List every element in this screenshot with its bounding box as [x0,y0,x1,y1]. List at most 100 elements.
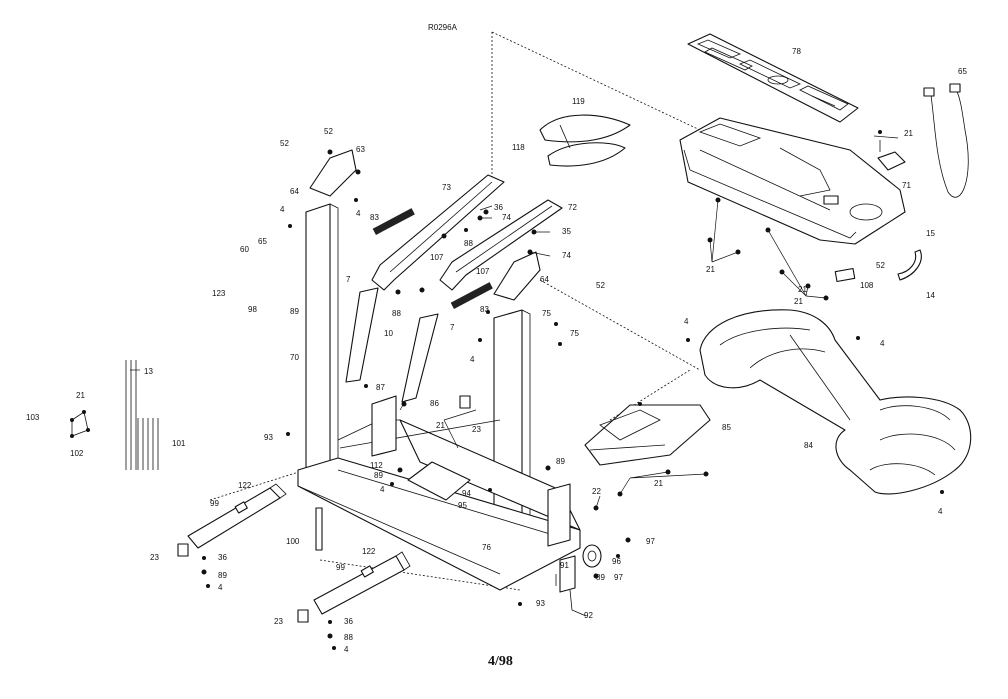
callout: 91 [560,561,569,570]
callout: 100 [286,537,300,546]
callout: 21 [904,129,913,138]
callout: 84 [804,441,813,450]
callout: 94 [462,489,471,498]
pin-100 [315,507,323,551]
page-number: 4/98 [488,654,513,669]
callout: 36 [494,203,503,212]
callout: 122 [238,481,252,490]
callout: 99 [210,499,219,508]
callout: 4 [380,485,385,494]
callout: 7 [346,275,351,284]
callout: 103 [26,413,40,422]
callout: 89 [218,571,227,580]
callout: 73 [442,183,451,192]
bracket-71 [877,140,906,171]
leader-lines [130,135,899,509]
callout: 36 [344,617,353,626]
callout-labels: R0296A 4/98 78 65 119 118 52 52 63 64 4 … [26,23,967,669]
callout: 108 [860,281,874,290]
console-base [679,117,906,245]
console-overlay [687,33,859,123]
motor-bracket-118 [539,114,631,167]
callout: 23 [472,425,481,434]
callout: 107 [430,253,444,262]
callout: 123 [212,289,226,298]
callout: 52 [324,127,333,136]
callout: 4 [684,317,689,326]
upright-10 [345,287,439,403]
callout: 65 [258,237,267,246]
callout: 52 [876,261,885,270]
callout: 21 [654,479,663,488]
motor-hood [699,309,972,495]
callout: 23 [274,617,283,626]
main-frame [297,203,581,593]
callout: 102 [70,449,84,458]
callout: 52 [596,281,605,290]
grip-strip-83b [450,282,493,309]
callout: 89 [596,573,605,582]
callout: 96 [612,557,621,566]
callout: 74 [502,213,511,222]
callout: 88 [464,239,473,248]
callout: 21 [798,285,807,294]
callout: 10 [384,329,393,338]
callout: 99 [336,563,345,572]
handrail-72 [439,199,563,291]
wire-harness [70,410,90,438]
callout: 13 [144,367,153,376]
callout: 89 [290,307,299,316]
cable-assembly [923,83,969,198]
leg-tube-99b [313,551,411,615]
callout: 4 [218,583,223,592]
callout: 60 [240,245,249,254]
callout: 21 [76,391,85,400]
roller-wheel [582,544,602,568]
callout: 83 [480,305,489,314]
tie-wraps [125,360,159,470]
callout: 7 [450,323,455,332]
callout: 119 [572,97,585,106]
callout: 4 [356,209,361,218]
callout: 4 [938,507,943,516]
callout: 93 [264,433,273,442]
clip-14 [897,249,922,281]
callout: 14 [926,291,935,300]
grip-strip-83a [372,208,415,235]
callout: 4 [344,645,349,654]
callout: 21 [794,297,803,306]
handle-cap-64b [493,251,541,301]
bracket-92 [555,574,587,617]
callout: 21 [436,421,445,430]
callout: 65 [958,67,967,76]
callout: 87 [376,383,385,392]
callout: 75 [542,309,551,318]
callout: 4 [280,205,285,214]
side-cover-85 [584,404,711,466]
callout: 35 [562,227,571,236]
callout: 88 [392,309,401,318]
fasteners [201,130,944,650]
callout: 36 [218,553,227,562]
end-cap-23a [177,543,189,557]
callout: 122 [362,547,376,556]
leg-tube-99a [187,483,287,549]
callout: 74 [562,251,571,260]
callout: 83 [370,213,379,222]
callout: 95 [458,501,467,510]
callout: 89 [556,457,565,466]
callout: 4 [470,355,475,364]
handle-cap-64a [309,149,357,197]
callout: 85 [722,423,731,432]
callout: 98 [248,305,257,314]
end-cap-23b [297,609,309,623]
callout: 89 [374,471,383,480]
callout: 93 [536,599,545,608]
callout: 78 [792,47,801,56]
callout: 52 [280,139,289,148]
callout: 97 [614,573,623,582]
pad-108 [834,267,856,283]
callout: 112 [370,461,383,470]
callout: 101 [172,439,186,448]
